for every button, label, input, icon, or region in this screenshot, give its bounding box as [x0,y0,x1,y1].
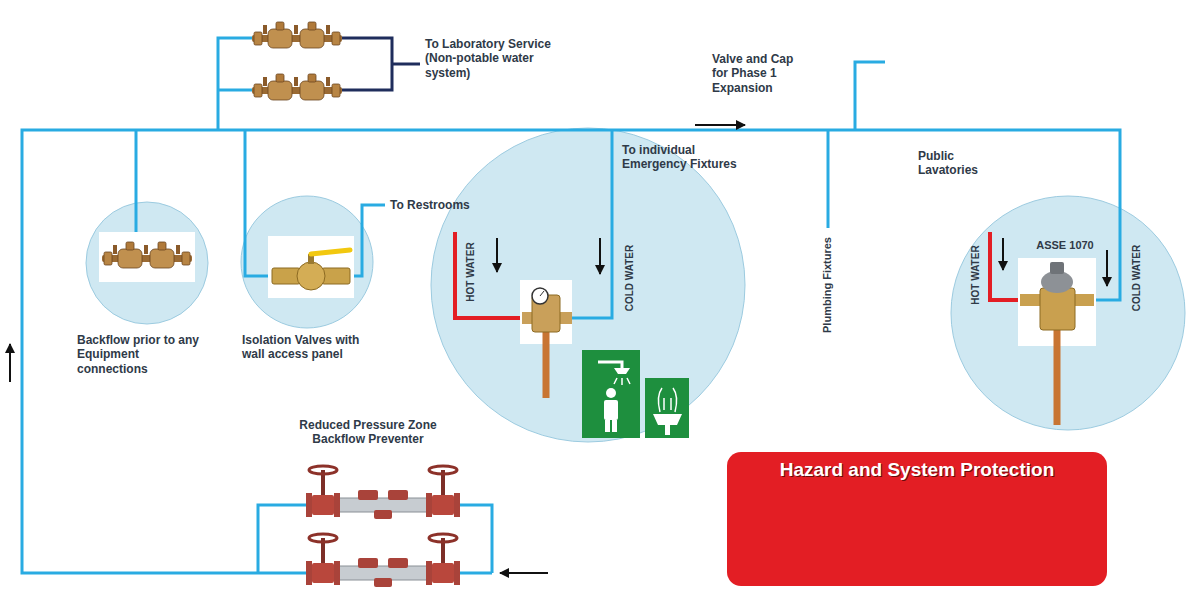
circle-outline [431,128,745,442]
water-pipe [218,89,254,92]
backflow-preventer-icon [252,22,342,48]
water-pipe [22,38,1120,573]
safety-shower-sign [598,362,622,368]
flow-arrow [500,572,548,574]
flow-arrow [695,124,745,126]
branch-label: To Restrooms [390,198,500,212]
device-label: Reduced Pressure Zone Backflow Preventer [283,418,453,447]
asse-mixing-valve [1075,294,1094,306]
backflow-preventer-icon [99,232,195,282]
ball-valve-icon [311,250,350,254]
hot-water-pipe [990,232,1020,300]
backflow-preventer-icon [252,74,342,100]
safety-shower-sign [614,368,630,374]
ball-valve-icon [268,236,354,298]
water-pipe [855,62,885,130]
water-pipe [22,130,1120,573]
circle-heading: Public Lavatories [918,149,1008,178]
safety-shower-sign [582,350,640,438]
eyewash-sign [653,414,682,425]
branch-label: Plumbing Fixtures [821,237,834,333]
ball-valve-icon [297,262,325,290]
circle-caption: Isolation Valves with wall access panel [242,333,360,362]
pipe-tag: COLD WATER [1131,245,1143,311]
lab-bracket [340,38,420,90]
safety-shower-sign [612,420,617,432]
asse-mixing-valve [1018,258,1096,425]
water-pipe [218,38,254,130]
circle-outline [86,202,208,324]
emergency-mixing-valve [543,330,550,398]
asse-mixing-valve [1040,288,1075,330]
eyewash-sign [645,378,689,438]
flow-arrow [1106,250,1108,286]
standard-tag: ASSE 1070 [1030,239,1100,252]
flow-arrow [9,344,11,382]
flow-arrow [496,238,498,272]
pipe-tag: HOT WATER [970,245,982,304]
eyewash-sign [645,378,689,438]
asse-mixing-valve [1054,330,1061,425]
rpz-assembly-icon [306,466,460,519]
asse-mixing-valve [1041,271,1073,293]
eyewash-sign [665,425,670,435]
asse-mixing-valve [1050,262,1064,274]
safety-shower-sign [606,388,616,398]
asse-mixing-valve [1020,294,1040,306]
water-pipe [827,130,830,228]
rpz-assembly-icon [306,466,460,587]
safety-shower-sign [582,350,640,438]
water-pipe [135,130,138,246]
branch-label: Valve and Cap for Phase 1 Expansion [712,52,807,95]
emergency-mixing-valve [540,291,544,296]
hot-water-pipe [455,232,522,318]
panel-title: Hazard and System Protection [727,459,1107,482]
safety-shower-sign [614,378,630,385]
circle-outline [951,196,1185,430]
ball-valve-icon [322,268,350,284]
flow-arrow [599,238,601,274]
flow-arrow [10,125,1107,573]
pipe-tag: HOT WATER [465,242,477,301]
safety-shower-sign [605,420,610,432]
ball-valve-icon [272,268,300,284]
water-pipe [245,130,272,276]
ball-valve-icon [268,236,354,298]
lab-bracket [340,38,392,90]
emergency-mixing-valve [532,288,548,304]
rpz-assembly-icon [306,534,460,587]
eyewash-sign [658,388,676,412]
circle-outline [241,196,373,328]
circle-heading: To individual Emergency Fixtures [622,143,762,172]
water-pipe [572,130,612,318]
water-pipe [350,205,385,276]
protection-panel: Hazard and System Protection [727,452,1107,586]
flow-arrow [1002,238,1004,270]
backflow-preventer-icon [102,242,192,268]
lab-bracket [392,63,420,66]
emergency-mixing-valve [520,280,572,398]
eyewash-sign [664,398,671,410]
safety-shower-sign [604,400,618,420]
pipe-tag: COLD WATER [624,245,636,311]
branch-label: To Laboratory Service (Non-potable water… [425,37,575,80]
circle-caption: Backflow prior to any Equipment connecti… [77,333,202,376]
